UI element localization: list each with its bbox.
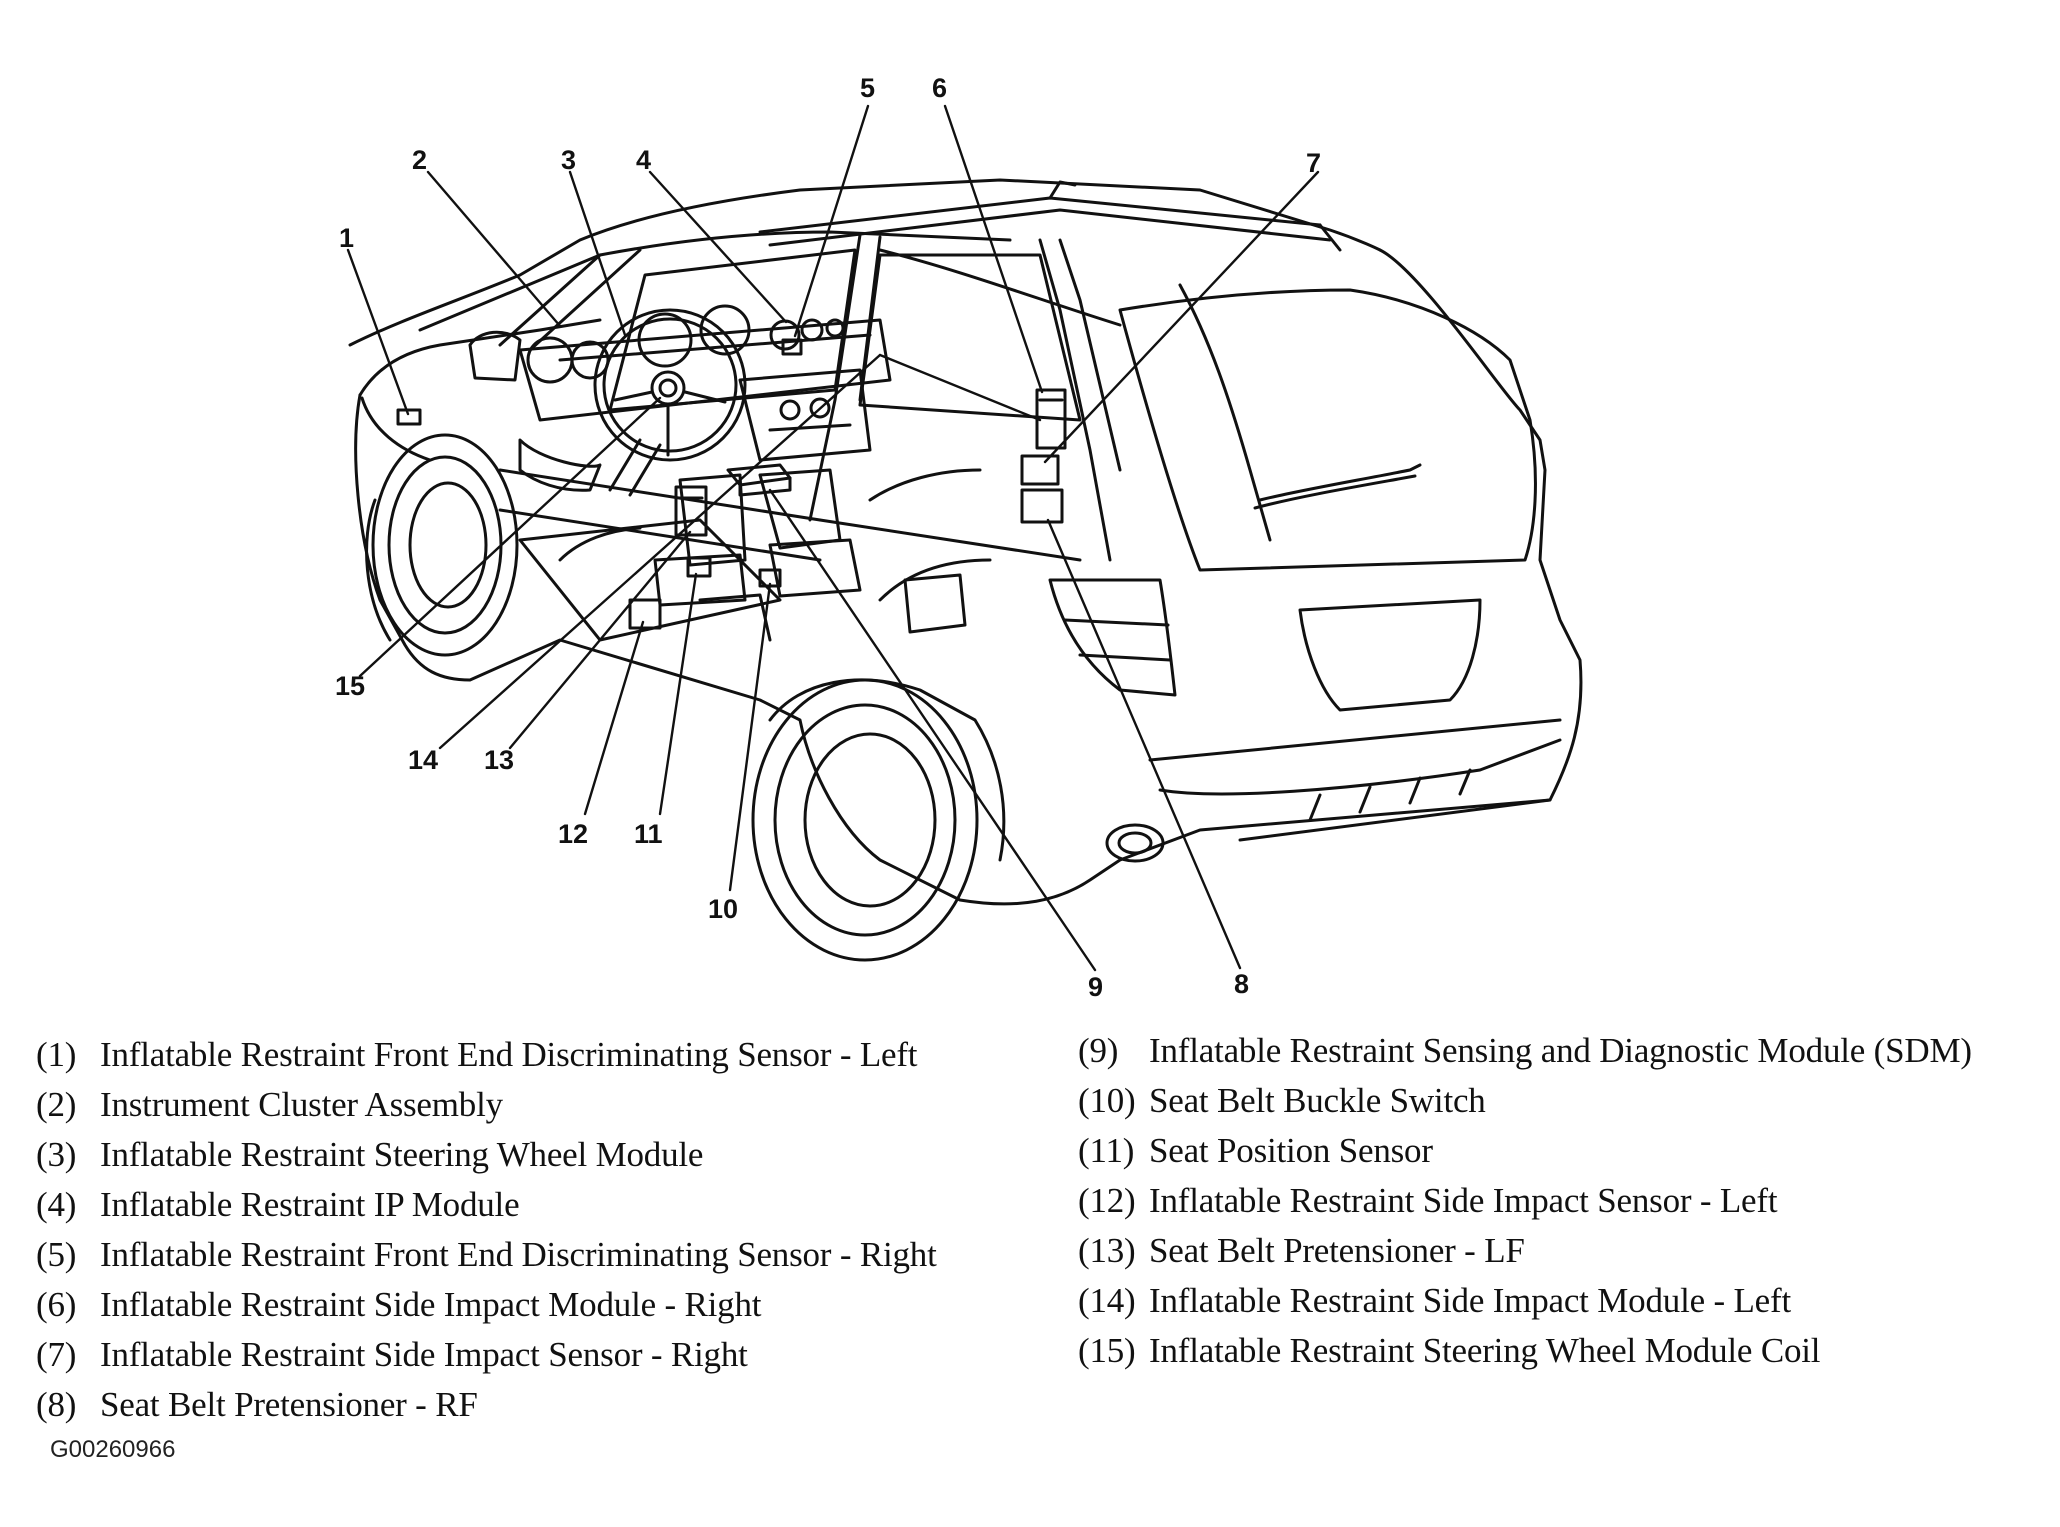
legend-item-number: (7) — [36, 1335, 77, 1374]
component-side-impact-sensor-left — [628, 598, 662, 630]
legend-item-15: (15) Inflatable Restraint Steering Wheel … — [1078, 1326, 1972, 1376]
callout-5: 5 — [860, 73, 875, 103]
legend-item-12: (12) Inflatable Restraint Side Impact Sen… — [1078, 1176, 1972, 1226]
legend-item-number: (15) — [1078, 1331, 1136, 1370]
legend-item-number: (14) — [1078, 1281, 1136, 1320]
legend-item-label: Inflatable Restraint Side Impact Sensor … — [1149, 1181, 1778, 1220]
legend-item-5: (5) Inflatable Restraint Front End Discri… — [36, 1230, 937, 1280]
legend-item-label: Inflatable Restraint Sensing and Diagnos… — [1149, 1031, 1972, 1070]
legend-item-number: (6) — [36, 1285, 77, 1324]
callout-numbers: 1 2 3 4 5 6 7 8 9 10 11 12 13 14 15 — [335, 73, 1321, 1002]
legend-item-7: (7) Inflatable Restraint Side Impact Sens… — [36, 1330, 937, 1380]
legend-item-number: (12) — [1078, 1181, 1136, 1220]
legend-item-9: (9) Inflatable Restraint Sensing and Diag… — [1078, 1026, 1972, 1076]
legend-item-11: (11) Seat Position Sensor — [1078, 1126, 1972, 1176]
legend-item-label: Inflatable Restraint Steering Wheel Modu… — [100, 1135, 704, 1174]
component-front-sensor-right — [781, 338, 803, 356]
legend-item-3: (3) Inflatable Restraint Steering Wheel M… — [36, 1130, 937, 1180]
legend-item-label: Seat Belt Buckle Switch — [1149, 1081, 1486, 1120]
legend-item-label: Inflatable Restraint Front End Discrimin… — [100, 1235, 937, 1274]
legend-item-label: Seat Position Sensor — [1149, 1131, 1433, 1170]
legend-item-10: (10) Seat Belt Buckle Switch — [1078, 1076, 1972, 1126]
callout-10: 10 — [708, 894, 738, 924]
vehicle-body — [348, 178, 1583, 906]
legend-item-number: (5) — [36, 1235, 77, 1274]
legend-item-number: (1) — [36, 1035, 77, 1074]
callout-7: 7 — [1306, 148, 1321, 178]
callout-2: 2 — [412, 145, 427, 175]
legend-item-14: (14) Inflatable Restraint Side Impact Mod… — [1078, 1276, 1972, 1326]
legend-left-column: (1) Inflatable Restraint Front End Discri… — [36, 1030, 937, 1430]
legend-item-6: (6) Inflatable Restraint Side Impact Modu… — [36, 1280, 937, 1330]
callout-1: 1 — [339, 223, 354, 253]
legend-item-label: Inflatable Restraint Side Impact Sensor … — [100, 1335, 748, 1374]
legend-item-2: (2) Instrument Cluster Assembly — [36, 1080, 937, 1130]
legend-item-13: (13) Seat Belt Pretensioner - LF — [1078, 1226, 1972, 1276]
legend-item-4: (4) Inflatable Restraint IP Module — [36, 1180, 937, 1230]
callout-14: 14 — [408, 745, 438, 775]
legend-item-label: Inflatable Restraint Front End Discrimin… — [100, 1035, 918, 1074]
figure-code: G00260966 — [50, 1436, 176, 1463]
callout-6: 6 — [932, 73, 947, 103]
callout-12: 12 — [558, 819, 588, 849]
callout-13: 13 — [484, 745, 514, 775]
vehicle-interior — [518, 304, 992, 642]
callout-15: 15 — [335, 671, 365, 701]
legend-item-number: (11) — [1078, 1131, 1135, 1170]
component-seat-position-sensor — [686, 556, 712, 578]
legend-item-number: (13) — [1078, 1231, 1136, 1270]
leader-lines — [346, 104, 1320, 972]
legend-item-label: Inflatable Restraint Side Impact Module … — [1149, 1281, 1791, 1320]
legend-item-1: (1) Inflatable Restraint Front End Discri… — [36, 1030, 937, 1080]
callout-8: 8 — [1234, 969, 1249, 999]
legend-item-number: (2) — [36, 1085, 77, 1124]
legend-item-number: (4) — [36, 1185, 77, 1224]
rear-wheel — [751, 678, 1006, 962]
legend-item-label: Seat Belt Pretensioner - RF — [100, 1385, 478, 1424]
legend-item-label: Inflatable Restraint Side Impact Module … — [100, 1285, 762, 1324]
callout-11: 11 — [634, 819, 663, 849]
component-seat-belt-pretensioner-rf — [1020, 488, 1064, 524]
legend-item-label: Inflatable Restraint IP Module — [100, 1185, 520, 1224]
component-front-sensor-left — [396, 408, 422, 426]
legend-right-column: (9) Inflatable Restraint Sensing and Diag… — [1078, 1026, 1972, 1376]
legend-item-number: (10) — [1078, 1081, 1136, 1120]
legend-item-number: (8) — [36, 1385, 77, 1424]
legend-item-number: (9) — [1078, 1031, 1119, 1070]
callout-3: 3 — [561, 145, 576, 175]
legend-item-label: Inflatable Restraint Steering Wheel Modu… — [1149, 1331, 1821, 1370]
legend-item-8: (8) Seat Belt Pretensioner - RF — [36, 1380, 937, 1430]
legend-item-label: Instrument Cluster Assembly — [100, 1085, 503, 1124]
callout-4: 4 — [636, 145, 651, 175]
component-sdm — [726, 463, 792, 497]
front-wheel — [365, 433, 519, 657]
legend-item-label: Seat Belt Pretensioner - LF — [1149, 1231, 1525, 1270]
callout-9: 9 — [1088, 972, 1103, 1002]
legend-item-number: (3) — [36, 1135, 77, 1174]
component-side-impact-sensor-right — [1020, 454, 1060, 486]
